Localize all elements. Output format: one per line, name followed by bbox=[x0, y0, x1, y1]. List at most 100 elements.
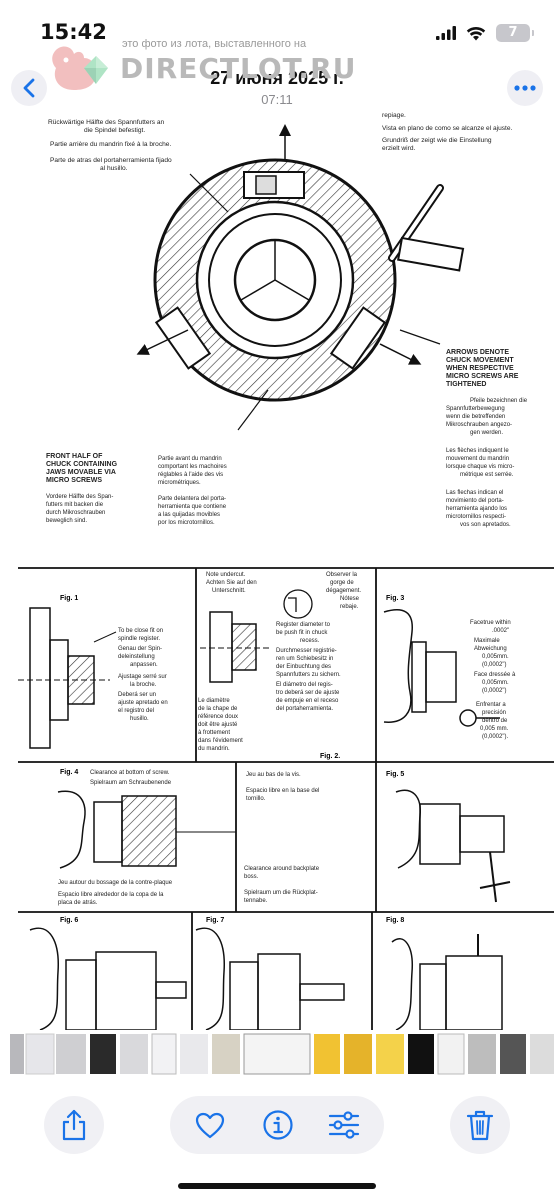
caption-line: Spielraum am Schraubenende bbox=[90, 780, 172, 786]
caption-line: gorge de bbox=[330, 580, 354, 586]
caption-line: Register diameter to bbox=[276, 622, 331, 628]
heart-icon bbox=[195, 1112, 225, 1138]
chevron-left-icon bbox=[23, 78, 35, 98]
caption-line: 0,005mm. bbox=[482, 654, 509, 660]
caption-line: Durchmesser registrie- bbox=[276, 648, 337, 654]
caption-line: der Einbuchtung des bbox=[276, 664, 331, 670]
caption-line: a las quijadas movibles bbox=[158, 512, 220, 518]
caption-line: repiage. bbox=[382, 112, 406, 119]
caption-line: futters mit backen die bbox=[46, 502, 104, 508]
caption-line: WHEN RESPECTIVE bbox=[446, 365, 514, 372]
caption-line: tornillo. bbox=[246, 796, 266, 802]
status-bar: 15:42 7 bbox=[0, 0, 554, 60]
caption-line: Espacio libre en la base del bbox=[246, 788, 319, 794]
caption-line: boss. bbox=[244, 874, 259, 880]
caption-line: Abweichung bbox=[474, 646, 507, 652]
caption-line: Unterschnitt. bbox=[212, 588, 246, 594]
caption-line: Spannfutters zu sichern. bbox=[276, 672, 341, 678]
caption-line: Partie avant du mandrin bbox=[158, 456, 222, 462]
caption-line: .0002" bbox=[492, 628, 509, 634]
caption-line: (0,0002") bbox=[482, 662, 506, 668]
caption-line: comportant les machoires bbox=[158, 464, 227, 470]
ellipsis-icon bbox=[514, 85, 536, 91]
caption-line: Rückwärtige Hälfte des Spannfutters an bbox=[48, 119, 165, 126]
caption-line: spindle register. bbox=[118, 636, 160, 642]
caption-line: de empuje en el receso bbox=[276, 698, 339, 704]
back-button[interactable] bbox=[11, 70, 47, 106]
caption-line: Note undercut. bbox=[206, 572, 246, 578]
caption-line: Deberá ser un bbox=[118, 692, 156, 698]
caption-line: 0,005 mm. bbox=[480, 726, 509, 732]
share-button[interactable] bbox=[44, 1096, 104, 1154]
caption-line: ARROWS DENOTE bbox=[446, 349, 509, 356]
caption-line: du mandrin. bbox=[198, 746, 230, 752]
more-button[interactable] bbox=[507, 70, 543, 106]
bottom-toolbar bbox=[0, 1090, 554, 1170]
figure-label: Fig. 7 bbox=[206, 917, 224, 924]
instruction-sheet-photo: Rückwärtige Hälfte des Spannfutters an d… bbox=[18, 112, 554, 1030]
caption-line: mouvement du mandrin bbox=[446, 456, 509, 462]
caption-line: be push fit in chuck bbox=[276, 630, 328, 636]
top-left-caption: Rückwärtige Hälfte des Spannfutters an d… bbox=[48, 119, 172, 172]
caption-line: durch Mikroschrauben bbox=[46, 510, 105, 516]
figure-4: Fig. 4 Clearance at bottom of screw. Spi… bbox=[57, 769, 320, 906]
caption-line: Partie arrière du mandrin fixé à la broc… bbox=[50, 141, 171, 148]
caption-line: Clearance at bottom of screw. bbox=[90, 770, 170, 776]
caption-line: herramienta ajando los bbox=[446, 506, 507, 512]
caption-line: réglables à l'aide des vis bbox=[158, 472, 223, 478]
caption-line: gen werden. bbox=[470, 430, 503, 436]
top-right-caption: repiage. Vista en plano de como se alcan… bbox=[382, 112, 513, 152]
info-button[interactable] bbox=[258, 1108, 298, 1142]
figure-1: Fig. 1 To be close fit on spindle regist… bbox=[18, 595, 168, 749]
caption-line: dans l'évidement bbox=[198, 738, 243, 744]
figure-label: Fig. 3 bbox=[386, 595, 404, 602]
figure-label: Fig. 6 bbox=[60, 917, 78, 924]
caption-line: dégagement. bbox=[326, 588, 361, 594]
caption-line: Clearance around backplate bbox=[244, 866, 320, 872]
thumbnail-strip[interactable] bbox=[0, 1030, 554, 1078]
caption-line: del portaherramienta. bbox=[276, 706, 333, 712]
caption-line: Jeu au bas de la vis. bbox=[246, 772, 301, 778]
delete-button[interactable] bbox=[450, 1096, 510, 1154]
caption-line: Le diamètre bbox=[198, 698, 230, 704]
status-icons: 7 bbox=[436, 24, 534, 42]
caption-line: Vista en plano de como se alcanze el aju… bbox=[382, 125, 513, 132]
photo-viewer[interactable]: Rückwärtige Hälfte des Spannfutters an d… bbox=[0, 112, 554, 1030]
chuck-diagram bbox=[136, 124, 465, 431]
caption-line: de la chape de bbox=[198, 706, 238, 712]
arrows-caption: ARROWS DENOTE CHUCK MOVEMENT WHEN RESPEC… bbox=[445, 349, 528, 528]
caption-line: por los microtornillos. bbox=[158, 520, 215, 526]
caption-line: à frottement bbox=[198, 730, 230, 736]
caption-line: Grundriß der zeigt wie die Einstellung bbox=[382, 137, 492, 144]
caption-line: Pfeile bezeichnen die bbox=[470, 398, 528, 404]
caption-line: microtornillos respecti- bbox=[446, 514, 506, 520]
adjust-button[interactable] bbox=[324, 1110, 364, 1140]
caption-line: herramienta que contiene bbox=[158, 504, 227, 510]
caption-line: TIGHTENED bbox=[446, 381, 486, 388]
favorite-button[interactable] bbox=[190, 1110, 230, 1140]
caption-line: anpassen. bbox=[130, 662, 158, 668]
figure-grid-lines bbox=[18, 567, 554, 1030]
caption-line: tro deberá ser de ajuste bbox=[276, 690, 340, 696]
caption-line: recess. bbox=[300, 638, 320, 644]
caption-line: (0,0002"). bbox=[482, 734, 508, 740]
caption-line: FRONT HALF OF bbox=[46, 453, 103, 460]
battery-icon: 7 bbox=[496, 24, 534, 42]
figure-label: Fig. 5 bbox=[386, 771, 404, 778]
caption-line: (0,0002") bbox=[482, 688, 506, 694]
caption-line: To be close fit on bbox=[118, 628, 163, 634]
caption-line: Maximale bbox=[474, 638, 500, 644]
caption-line: Espacio libre alrededor de la copa de la bbox=[58, 892, 164, 898]
squirrel-logo-icon bbox=[52, 46, 108, 90]
caption-line: MICRO SCREWS bbox=[46, 477, 102, 484]
caption-line: métrique est serrée. bbox=[460, 472, 514, 478]
home-indicator bbox=[178, 1183, 376, 1189]
caption-line: Enfrentar a bbox=[476, 702, 506, 708]
watermark-site-name: DIRECTLOT.RU bbox=[120, 52, 357, 85]
caption-line: Nótese bbox=[340, 596, 360, 602]
caption-line: placa de atrás. bbox=[58, 900, 98, 906]
caption-line: 0,005mm. bbox=[482, 680, 509, 686]
caption-line: Genau der Spin- bbox=[118, 646, 162, 652]
caption-line: Achten Sie auf den bbox=[206, 580, 257, 586]
caption-line: el registro del bbox=[118, 708, 154, 714]
